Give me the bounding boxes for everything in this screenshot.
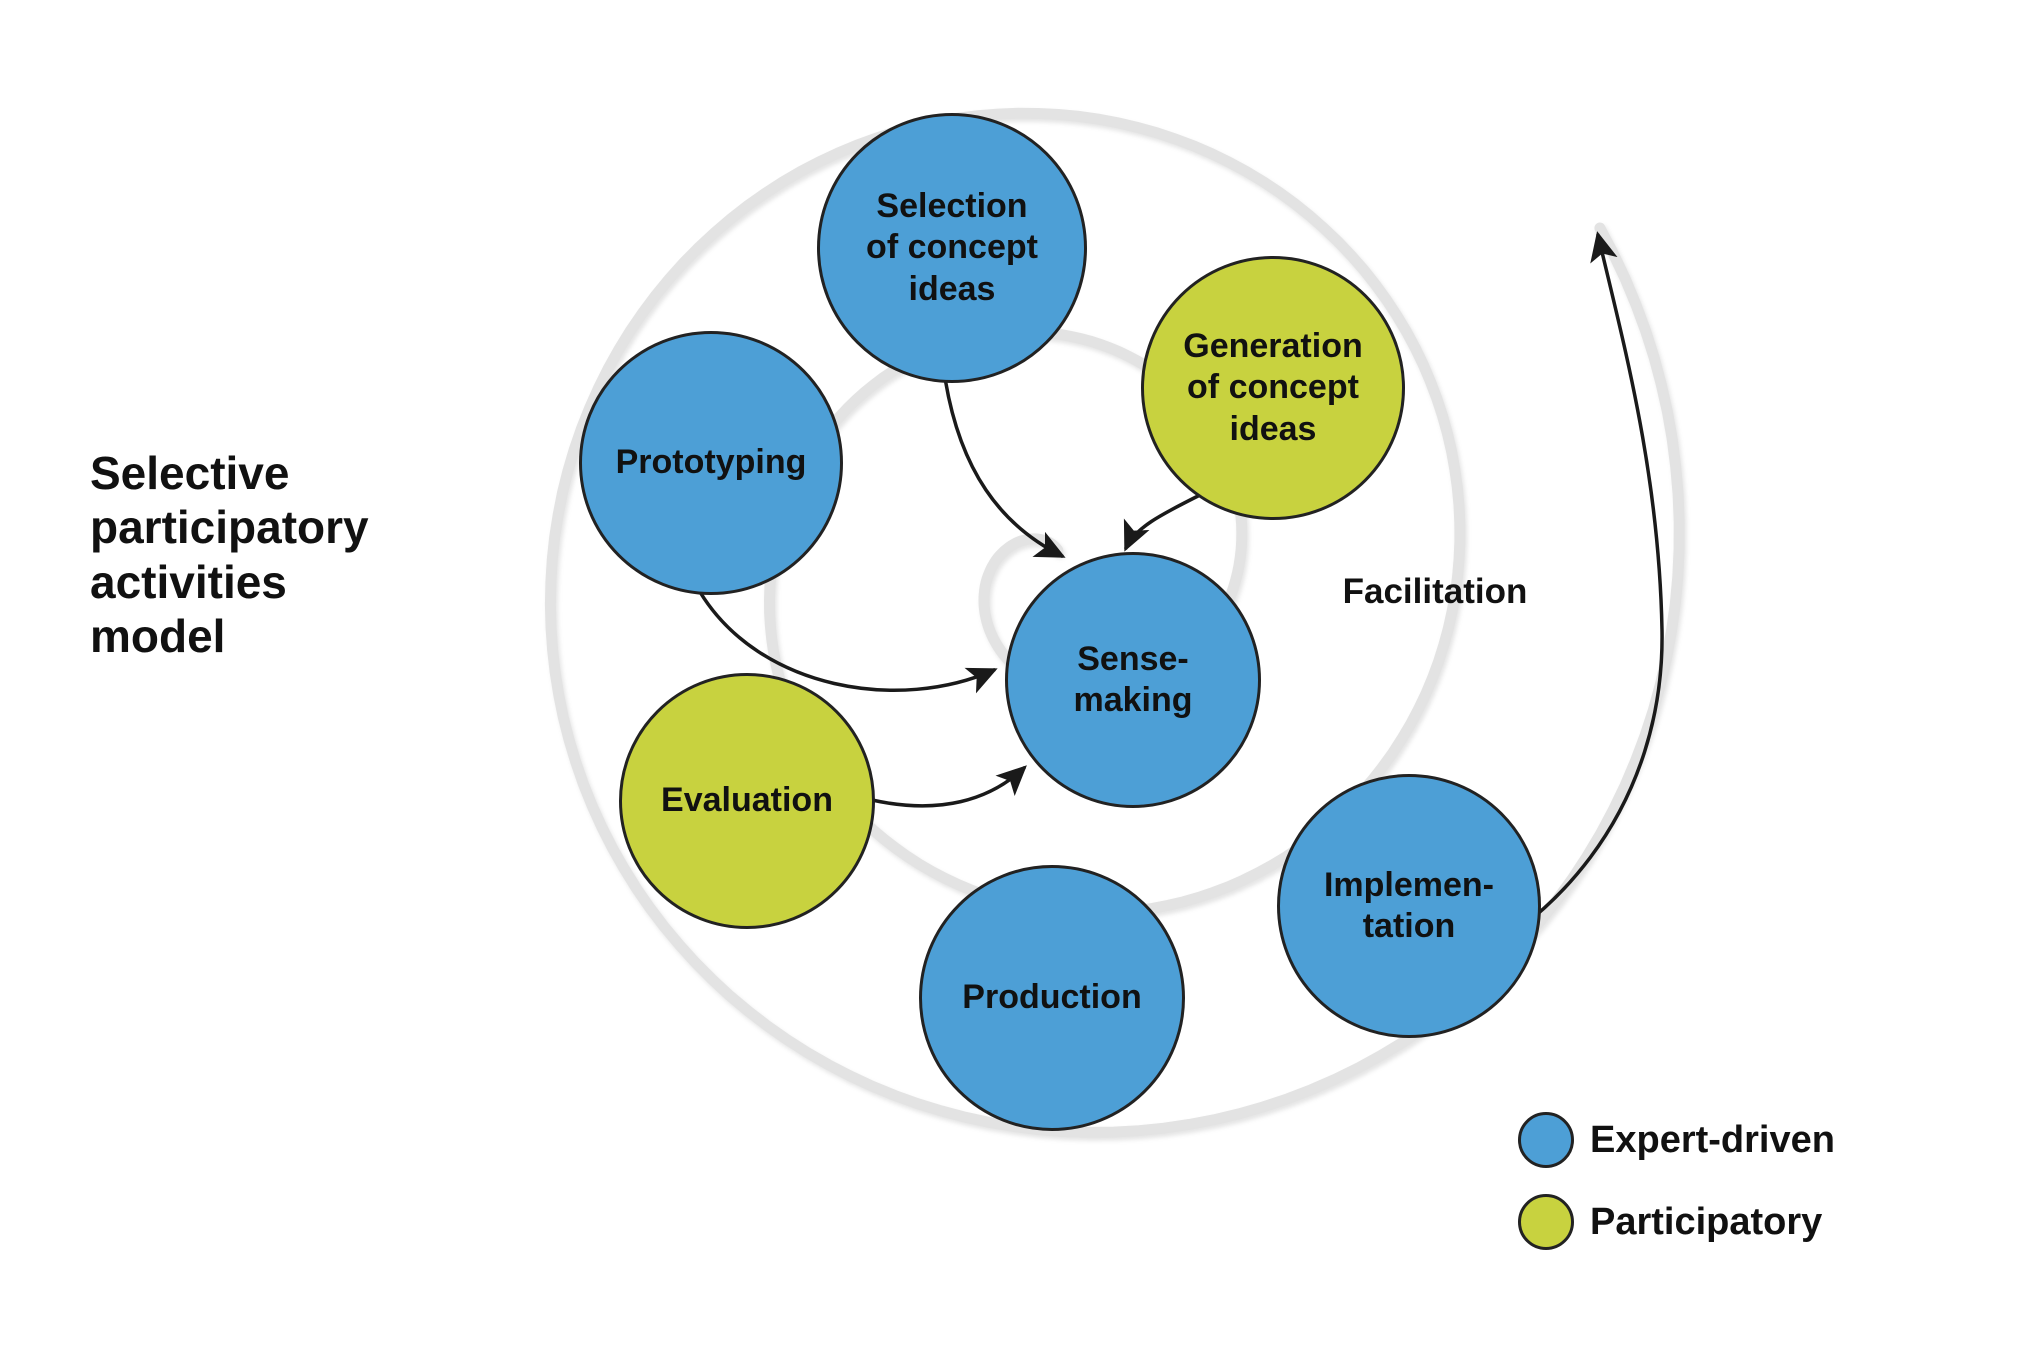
node-label: Implemen- tation: [1323, 865, 1495, 945]
arrow-generation-to-sensemaking: [1123, 493, 1202, 552]
arrow-prototyping-to-sensemaking: [698, 590, 998, 694]
node-label: Evaluation: [661, 781, 833, 820]
node-label: Generation of concept ideas: [1183, 326, 1363, 448]
node-production: Production: [919, 865, 1185, 1131]
diagram-title: Selective participatory activities model: [90, 447, 369, 662]
node-evaluation: Evaluation: [619, 673, 875, 929]
expert-driven-swatch-icon: [1518, 1112, 1574, 1168]
node-implementation: Implemen- tation: [1277, 774, 1541, 1038]
arrow-evaluation-to-sensemaking: [870, 765, 1027, 808]
node-label: Selection of concept ideas: [866, 186, 1038, 308]
arrow-selection-to-sensemaking: [943, 376, 1066, 558]
node-sense-making: Sense- making: [1005, 552, 1261, 808]
node-prototyping: Prototyping: [579, 331, 843, 595]
node-label: Sense- making: [1073, 639, 1193, 719]
node-generation-of-concept-ideas: Generation of concept ideas: [1141, 256, 1405, 520]
legend-label: Participatory: [1590, 1200, 1823, 1243]
participatory-swatch-icon: [1518, 1194, 1574, 1250]
legend-label: Expert-driven: [1590, 1118, 1835, 1161]
node-label: Prototyping: [615, 443, 807, 482]
facilitation-label: Facilitation: [1342, 572, 1528, 611]
legend-item-participatory: Participatory: [1518, 1194, 1835, 1250]
node-selection-of-concept-ideas: Selection of concept ideas: [817, 113, 1087, 383]
node-label: Production: [962, 978, 1142, 1017]
legend: Expert-driven Participatory: [1518, 1112, 1835, 1250]
legend-item-expert-driven: Expert-driven: [1518, 1112, 1835, 1168]
